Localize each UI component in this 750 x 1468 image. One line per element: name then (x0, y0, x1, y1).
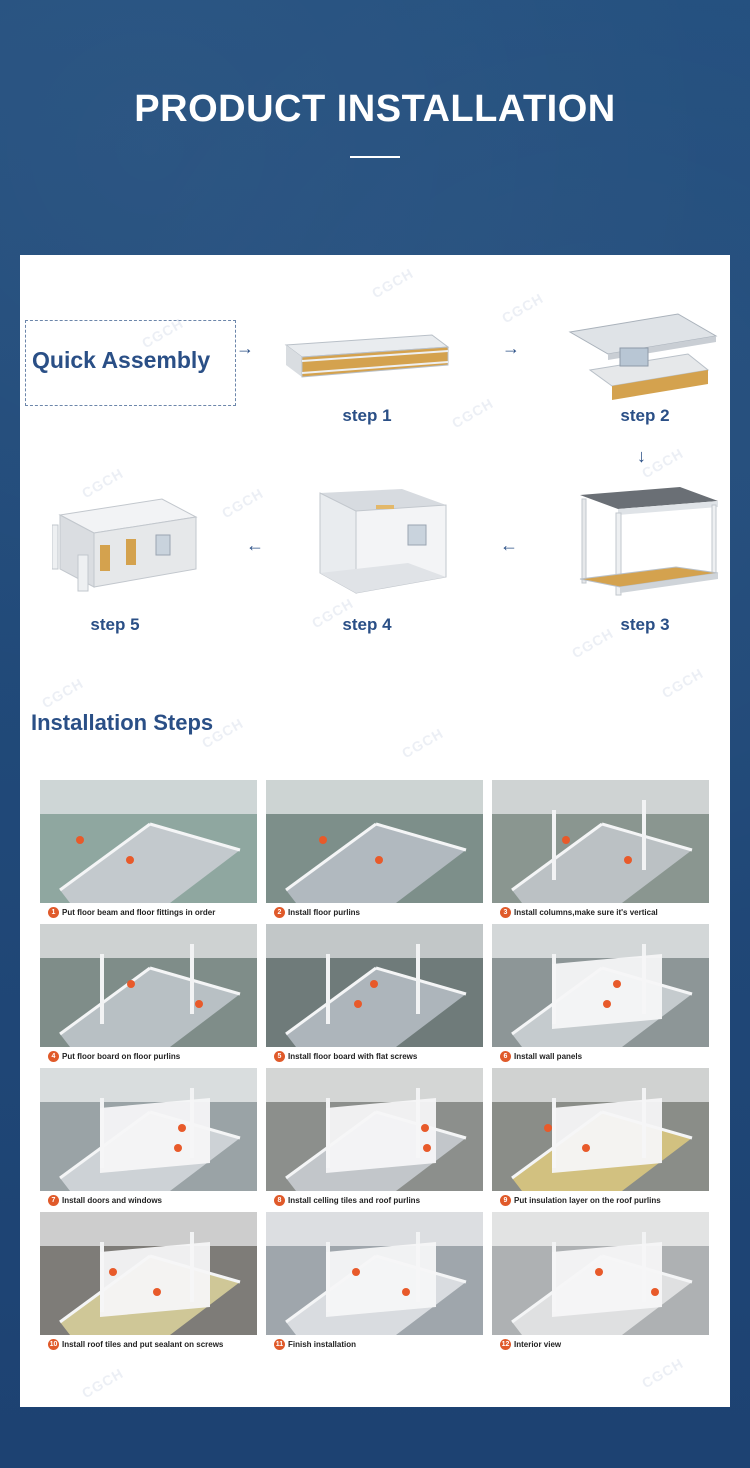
step-caption-text: Install columns,make sure it's vertical (514, 908, 658, 917)
step-2-label: step 2 (620, 406, 670, 425)
step-photo (40, 1212, 257, 1335)
watermark: CGCH (639, 1354, 687, 1392)
step-photo (266, 1212, 483, 1335)
step-photo (40, 780, 257, 903)
watermark: CGCH (219, 484, 267, 522)
step-photo (40, 1068, 257, 1191)
step-5-illustration (52, 498, 198, 592)
arrow-left-icon: ← (500, 535, 518, 555)
step-photo (266, 780, 483, 903)
step-number-badge: 9 (500, 1195, 511, 1206)
step-5-label: step 5 (90, 615, 140, 634)
step-caption-text: Install roof tiles and put sealant on sc… (62, 1340, 224, 1349)
watermark: CGCH (39, 674, 87, 712)
arrow-down-icon: ↓ (637, 446, 646, 466)
watermark: CGCH (639, 444, 687, 482)
step-photo (492, 1068, 709, 1191)
page-title: PRODUCT INSTALLATION (134, 88, 616, 130)
step-1-label: step 1 (342, 406, 392, 425)
installation-steps-title: Installation Steps (31, 710, 214, 735)
step-caption-text: Put floor beam and floor fittings in ord… (62, 908, 216, 917)
step-photo (266, 924, 483, 1047)
step-photo (492, 780, 709, 903)
step-4-illustration (319, 489, 447, 594)
step-number-badge: 5 (274, 1051, 285, 1062)
step-number-badge: 6 (500, 1051, 511, 1062)
step-caption-text: Install doors and windows (62, 1196, 163, 1205)
step-number-badge: 3 (500, 907, 511, 918)
watermark: CGCH (79, 1364, 127, 1402)
step-caption-text: Put floor board on floor purlins (62, 1052, 181, 1061)
quick-assembly-label: Quick Assembly (32, 347, 211, 373)
title-underline (350, 156, 400, 158)
step-number-badge: 1 (48, 907, 59, 918)
step-caption-text: Install celling tiles and roof purlins (288, 1196, 421, 1205)
watermark: CGCH (369, 264, 417, 302)
step-caption-text: Install floor board with flat screws (288, 1052, 418, 1061)
step-1-illustration (284, 334, 450, 378)
arrow-right-icon: → (502, 338, 520, 358)
arrow-left-icon: ← (246, 535, 264, 555)
step-number-badge: 7 (48, 1195, 59, 1206)
step-caption-text: Interior view (514, 1340, 562, 1349)
step-4-label: step 4 (342, 615, 392, 634)
step-photo (40, 924, 257, 1047)
step-caption-text: Put insulation layer on the roof purlins (514, 1196, 661, 1205)
watermark: CGCH (449, 394, 497, 432)
content-panel: CGCH CGCH CGCH CGCH CGCH CGCH CGCH CGCH … (20, 255, 730, 1407)
watermark: CGCH (399, 724, 447, 762)
step-2-illustration (568, 313, 718, 400)
step-number-badge: 11 (274, 1339, 285, 1350)
step-photo (266, 1068, 483, 1191)
step-caption-text: Install floor purlins (288, 908, 361, 917)
step-photo (492, 1212, 709, 1335)
step-photo (492, 924, 709, 1047)
step-number-badge: 10 (48, 1339, 59, 1350)
step-3-illustration (579, 487, 719, 596)
step-number-badge: 4 (48, 1051, 59, 1062)
watermark: CGCH (659, 664, 707, 702)
step-caption-text: Finish installation (288, 1340, 357, 1349)
step-number-badge: 2 (274, 907, 285, 918)
step-number-badge: 12 (500, 1339, 511, 1350)
step-number-badge: 8 (274, 1195, 285, 1206)
watermark: CGCH (499, 289, 547, 327)
step-caption-text: Install wall panels (514, 1052, 583, 1061)
step-3-label: step 3 (620, 615, 670, 634)
arrow-right-icon: → (236, 338, 254, 358)
quick-assembly-box: Quick Assembly (25, 320, 236, 406)
